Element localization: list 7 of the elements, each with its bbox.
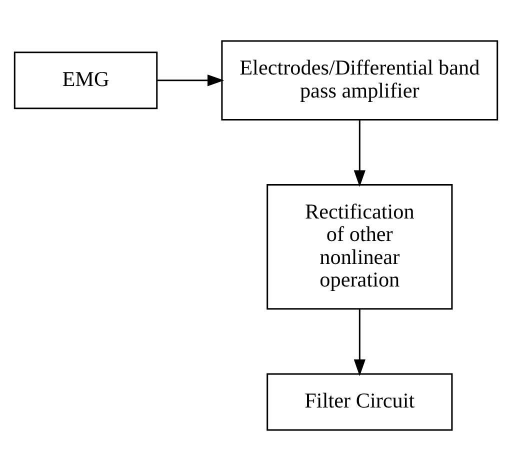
arrow	[156, 74, 224, 86]
node-box: Filter Circuit	[266, 372, 453, 430]
node-box: EMG	[14, 51, 158, 109]
arrow	[354, 308, 366, 376]
arrow	[354, 119, 366, 186]
node-box: Rectification of other nonlinear operation	[266, 184, 453, 310]
node-box: Electrodes/Differential band pass amplifier	[221, 40, 498, 120]
